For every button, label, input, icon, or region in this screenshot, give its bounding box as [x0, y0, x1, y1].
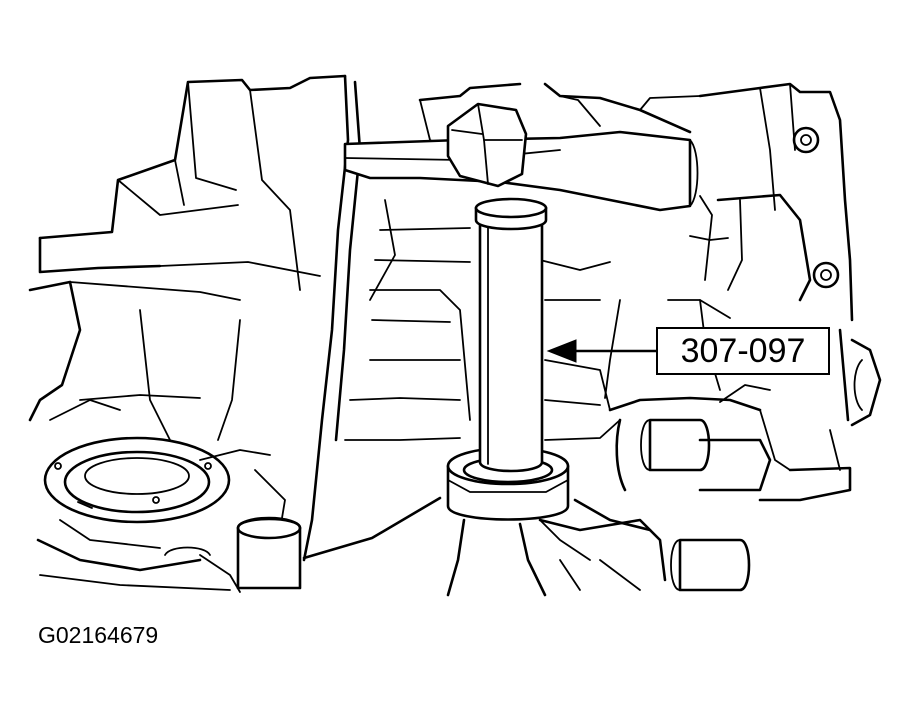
transmission-housing	[28, 74, 882, 593]
tool-number-text: 307-097	[680, 331, 806, 370]
leader-arrowhead	[546, 339, 577, 363]
tool-callout-label: 307-097	[656, 327, 830, 375]
figure-identifier: G02164679	[38, 622, 159, 648]
tool-307-097	[302, 197, 652, 597]
callout-leader	[546, 339, 658, 363]
shaft-bolt-assembly	[343, 102, 699, 212]
